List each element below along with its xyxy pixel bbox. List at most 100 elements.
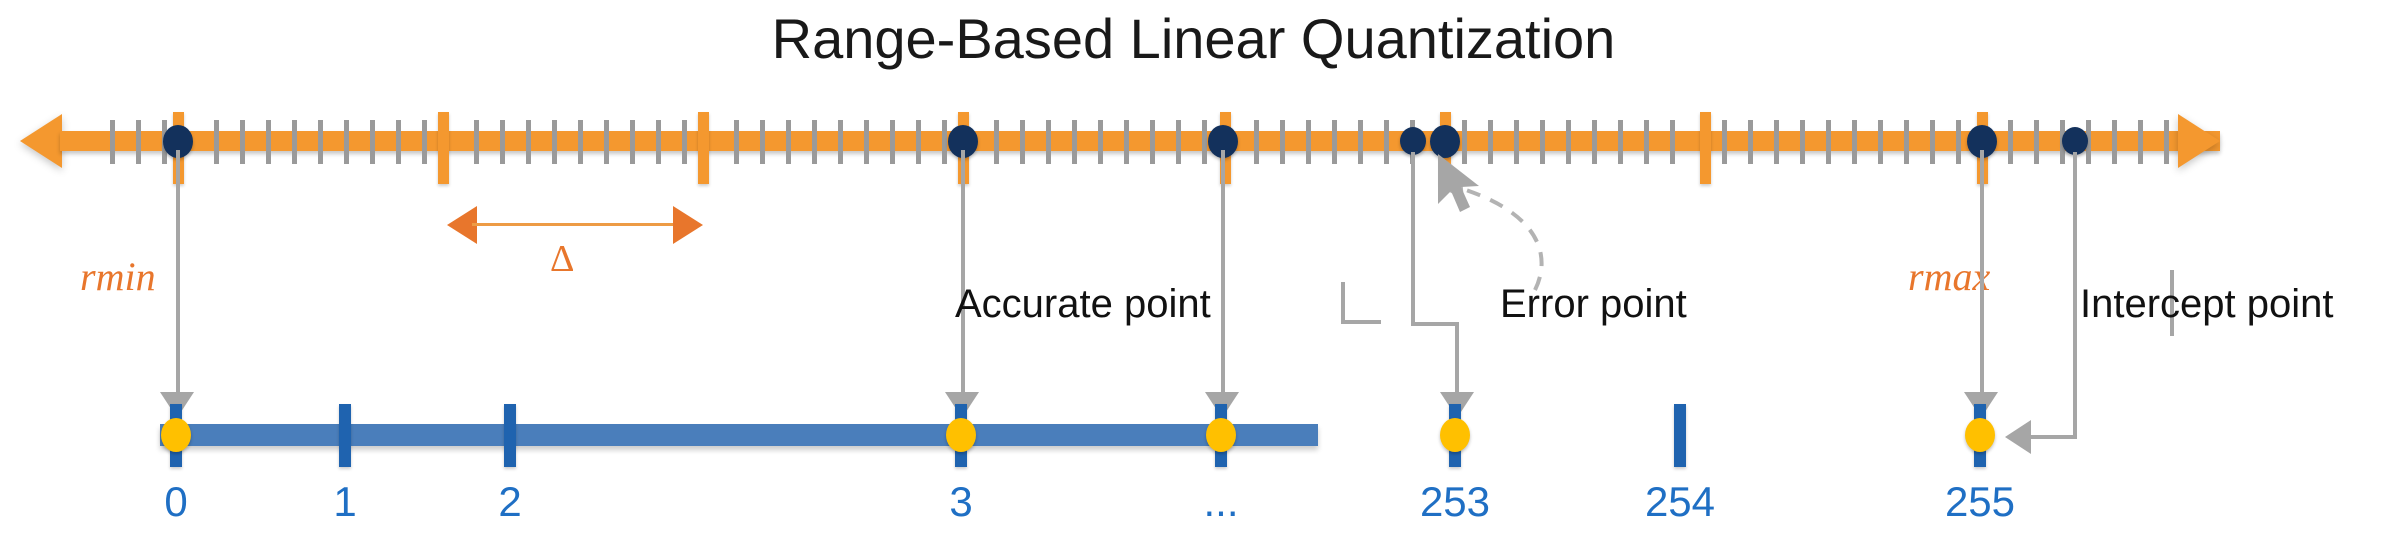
real-axis-minor-tick <box>396 120 401 164</box>
connector-error-label-leader-v <box>1341 282 1345 324</box>
real-axis-bar <box>60 131 2220 151</box>
real-axis-minor-tick <box>526 120 531 164</box>
real-axis-minor-tick <box>578 120 583 164</box>
real-axis-minor-tick <box>734 120 739 164</box>
real-axis-minor-tick <box>1774 120 1779 164</box>
rmin-label: rmin <box>80 254 156 299</box>
real-axis-minor-tick <box>1956 120 1961 164</box>
real-axis-minor-tick <box>1878 120 1883 164</box>
real-axis-minor-tick <box>1358 120 1363 164</box>
connector-intercept-vertical <box>2073 152 2077 437</box>
connector-rmax-to-255 <box>1980 150 1984 395</box>
real-axis-minor-tick <box>656 120 661 164</box>
real-axis-minor-tick <box>214 120 219 164</box>
real-axis-minor-tick <box>604 120 609 164</box>
real-axis-minor-tick <box>1332 120 1337 164</box>
real-axis-minor-tick <box>812 120 817 164</box>
real-axis-minor-tick <box>1826 120 1831 164</box>
real-axis-minor-tick <box>994 120 999 164</box>
page-title: Range-Based Linear Quantization <box>771 7 1616 70</box>
real-axis-minor-tick <box>1150 120 1155 164</box>
real-axis-major-tick-1 <box>438 112 449 184</box>
real-axis-minor-tick <box>2086 120 2091 164</box>
connector-intercept-label-leader <box>2170 270 2174 336</box>
quantized-label-...: ... <box>1203 478 1239 525</box>
accurate-point-label: Accurate point <box>955 282 1211 326</box>
connector-error-label-leader-h <box>1341 320 1381 324</box>
real-axis-minor-tick <box>1800 120 1805 164</box>
real-axis-minor-tick <box>2138 120 2143 164</box>
connector-rmin-to-0 <box>176 150 180 395</box>
real-axis-minor-tick <box>760 120 765 164</box>
delta-span-line <box>472 223 687 226</box>
real-axis-minor-tick <box>110 120 115 164</box>
rmax-label: rmax <box>1908 254 1991 299</box>
quantized-label-3: 3 <box>949 478 973 525</box>
real-axis-minor-tick <box>1046 120 1051 164</box>
delta-arrowhead-right-icon <box>673 206 703 244</box>
connector-accurate-label-leader <box>961 250 965 320</box>
quantized-label-2: 2 <box>498 478 522 525</box>
real-axis-minor-tick <box>422 120 427 164</box>
real-axis-minor-tick <box>1098 120 1103 164</box>
real-axis-minor-tick <box>370 120 375 164</box>
real-axis-minor-tick <box>1930 120 1935 164</box>
real-axis-minor-tick <box>630 120 635 164</box>
real-axis-major-tick-6 <box>1700 112 1711 184</box>
connector-intercept-horizontal <box>2030 435 2077 439</box>
axis-arrow-left-icon <box>20 114 62 168</box>
connector-arrow-intercept-icon <box>2005 420 2031 454</box>
real-axis-major-tick-2 <box>698 112 709 184</box>
delta-label: Δ <box>550 238 575 280</box>
real-axis-minor-tick <box>1566 120 1571 164</box>
real-axis-minor-tick <box>2112 120 2117 164</box>
real-axis-minor-tick <box>916 120 921 164</box>
real-axis-minor-tick <box>1904 120 1909 164</box>
quantized-label-0: 0 <box>164 478 188 525</box>
real-point-error <box>1400 127 1426 155</box>
real-axis-minor-tick <box>1280 120 1285 164</box>
quantized-tick-2 <box>504 404 516 467</box>
real-axis-minor-tick <box>1514 120 1519 164</box>
cursor-arrow-icon <box>1438 154 1479 212</box>
quantized-point-0 <box>161 418 191 452</box>
quantized-tick-1 <box>339 404 351 467</box>
real-axis-minor-tick <box>1618 120 1623 164</box>
real-axis-minor-tick <box>1722 120 1727 164</box>
real-axis-minor-tick <box>2034 120 2039 164</box>
real-axis-minor-tick <box>890 120 895 164</box>
quantized-point-3 <box>946 418 976 452</box>
quantized-point-... <box>1206 418 1236 452</box>
real-axis-minor-tick <box>1254 120 1259 164</box>
real-axis-minor-tick <box>292 120 297 164</box>
real-axis-minor-tick <box>500 120 505 164</box>
real-axis-minor-tick <box>1202 120 1207 164</box>
real-axis-minor-tick <box>1072 120 1077 164</box>
real-axis-minor-tick <box>1384 120 1389 164</box>
real-axis-minor-tick <box>1488 120 1493 164</box>
real-axis-minor-tick <box>838 120 843 164</box>
intercept-point-label: Intercept point <box>2080 282 2334 326</box>
real-axis-minor-tick <box>1306 120 1311 164</box>
real-axis-minor-tick <box>1124 120 1129 164</box>
quantized-label-1: 1 <box>333 478 357 525</box>
quantized-label-253: 253 <box>1419 478 1491 525</box>
real-axis-minor-tick <box>1852 120 1857 164</box>
real-axis-minor-tick <box>552 120 557 164</box>
real-axis-minor-tick <box>1670 120 1675 164</box>
real-axis-minor-tick <box>1540 120 1545 164</box>
real-axis-minor-tick <box>1644 120 1649 164</box>
real-axis-minor-tick <box>682 120 687 164</box>
real-axis-minor-tick <box>318 120 323 164</box>
quantized-axis-bar <box>160 424 1318 446</box>
error-point-label: Error point <box>1500 282 1687 326</box>
real-axis-minor-tick <box>942 120 947 164</box>
real-axis-minor-tick <box>1748 120 1753 164</box>
real-axis-minor-tick <box>136 120 141 164</box>
real-axis-minor-tick <box>1020 120 1025 164</box>
real-axis-minor-tick <box>344 120 349 164</box>
axis-arrow-right-icon <box>2178 114 2220 168</box>
real-axis-minor-tick <box>2008 120 2013 164</box>
quantized-point-255 <box>1965 418 1995 452</box>
